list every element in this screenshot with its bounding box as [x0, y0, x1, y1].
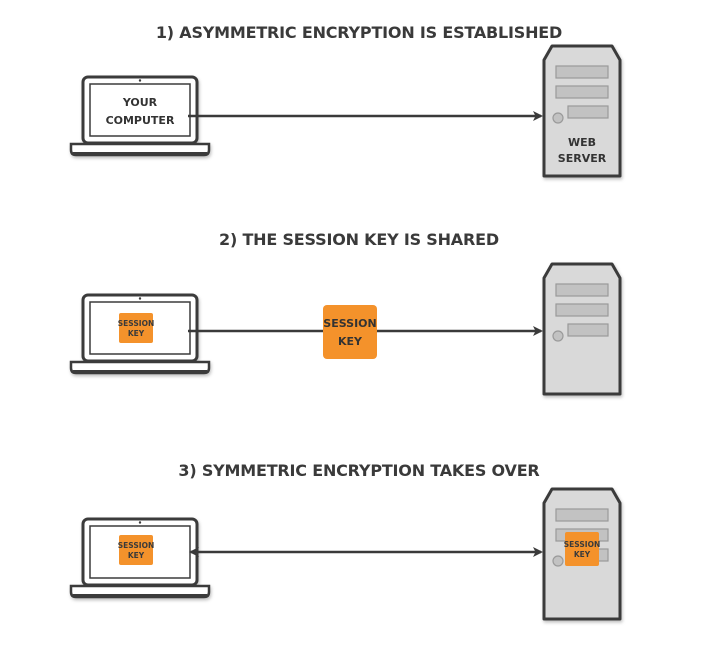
- step2-laptop-key-line2: KEY: [128, 329, 145, 338]
- step3-title: 3) SYMMETRIC ENCRYPTION TAKES OVER: [178, 461, 539, 480]
- step3-laptop-session-key: [119, 535, 153, 565]
- your-computer-label-line1: YOUR: [122, 96, 158, 109]
- step3-server-key-line1: SESSION: [564, 540, 600, 549]
- transit-session-key: [323, 305, 377, 359]
- step3-laptop-key-line2: KEY: [128, 551, 145, 560]
- transit-key-line1: SESSION: [323, 317, 376, 330]
- step2-laptop-session-key: [119, 313, 153, 343]
- web-server-label-line2: SERVER: [558, 152, 607, 165]
- step1-title: 1) ASYMMETRIC ENCRYPTION IS ESTABLISHED: [156, 23, 562, 42]
- step2-laptop-key-line1: SESSION: [118, 319, 154, 328]
- transit-key-line2: KEY: [338, 335, 363, 348]
- step3-server-session-key: [565, 532, 599, 566]
- web-server-label-line1: WEB: [568, 136, 596, 149]
- step2-server-icon: [542, 262, 622, 396]
- step3-server-key-line2: KEY: [574, 550, 591, 559]
- step2-title: 2) THE SESSION KEY IS SHARED: [219, 230, 499, 249]
- step3-laptop-key-line1: SESSION: [118, 541, 154, 550]
- your-computer-label-line2: COMPUTER: [106, 114, 175, 127]
